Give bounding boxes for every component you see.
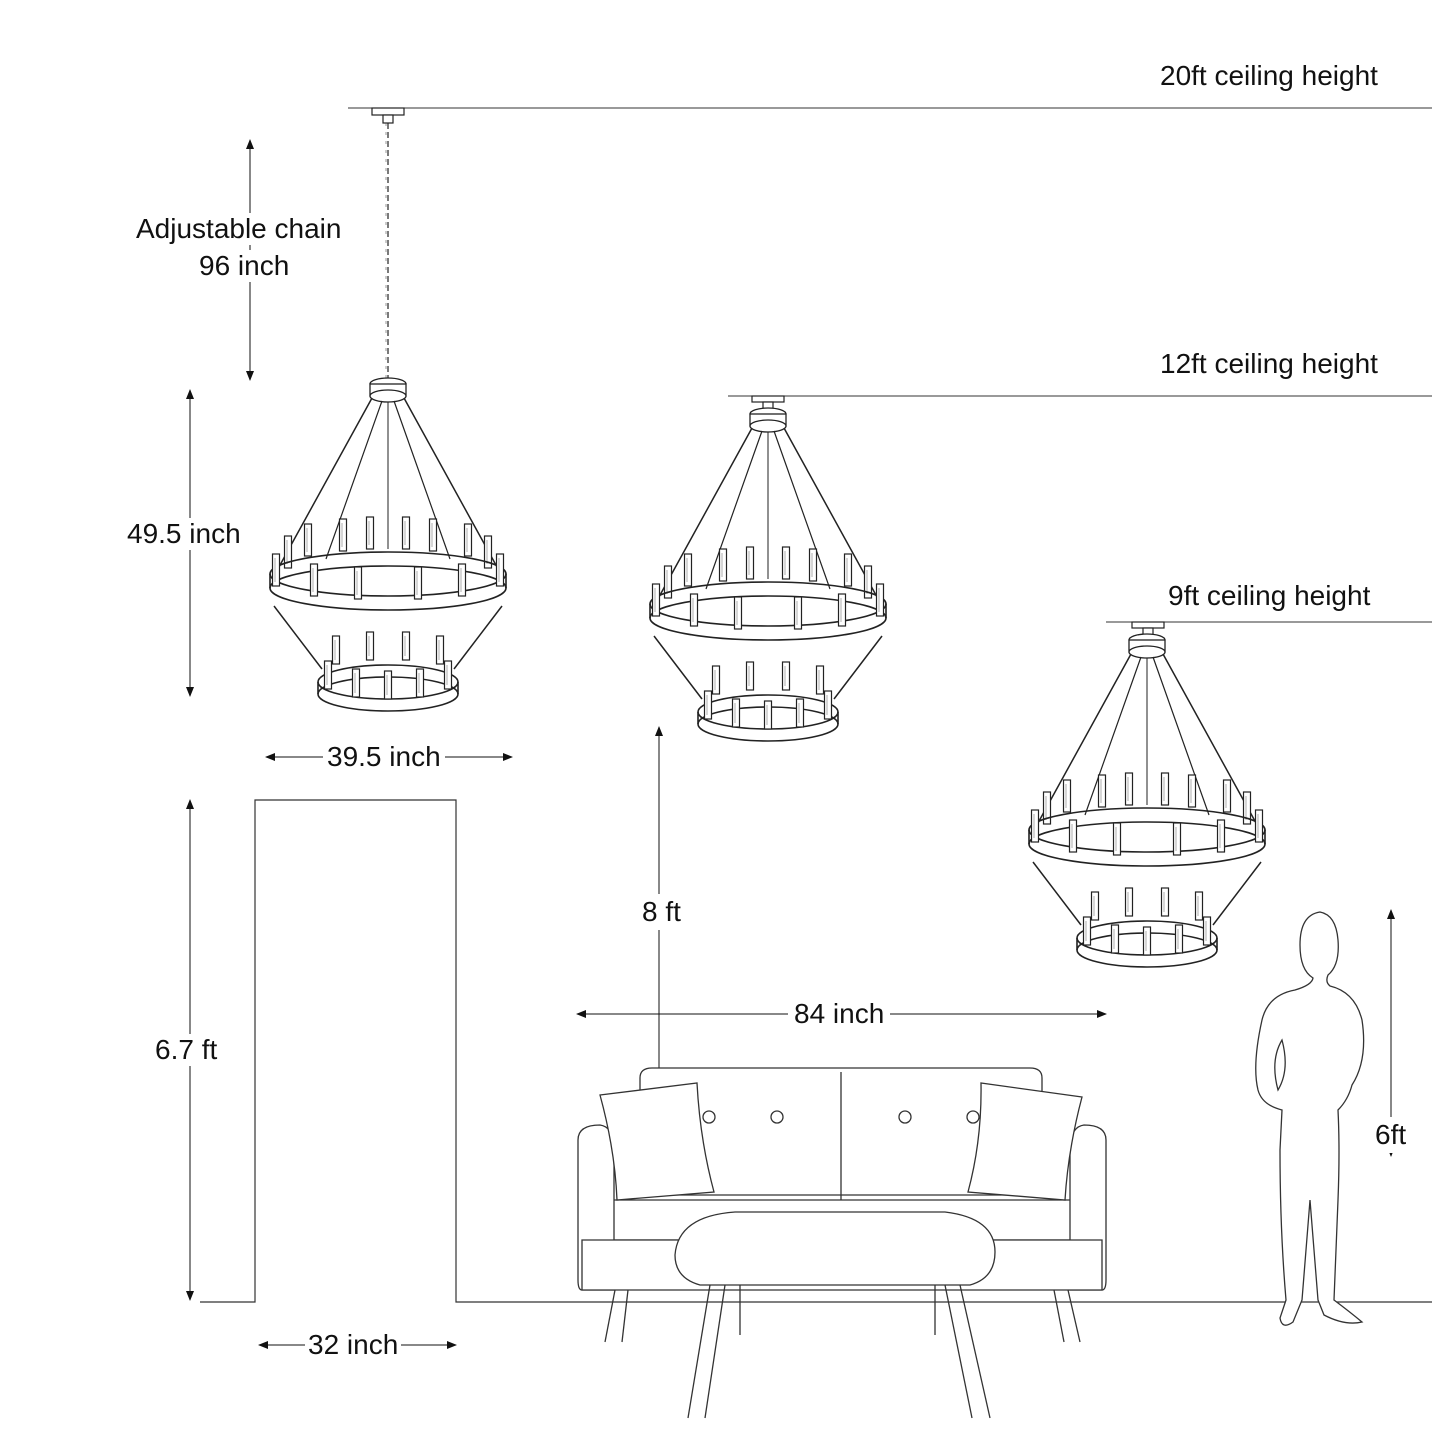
chandelier-9ft bbox=[1029, 634, 1265, 967]
ceiling-label-20ft: 20ft ceiling height bbox=[1160, 60, 1378, 91]
ceiling-label-9ft: 9ft ceiling height bbox=[1168, 580, 1371, 611]
chain-label-length: 96 inch bbox=[199, 250, 290, 283]
chandelier-diameter-label: 39.5 inch bbox=[323, 741, 445, 774]
door-outline bbox=[200, 799, 1432, 1303]
chain-label-title: Adjustable chain bbox=[136, 213, 342, 246]
chandelier-12ft bbox=[650, 408, 886, 741]
clearance-label: 8 ft bbox=[640, 894, 683, 931]
chandelier-height-label: 49.5 inch bbox=[127, 518, 241, 551]
sofa-width-label: 84 inch bbox=[788, 998, 891, 1031]
ceiling-label-12ft: 12ft ceiling height bbox=[1160, 348, 1378, 379]
person-figure bbox=[1255, 911, 1365, 1326]
chandelier-20ft bbox=[270, 378, 506, 711]
door-height-label: 6.7 ft bbox=[155, 1034, 218, 1067]
coffee-table bbox=[674, 1211, 996, 1419]
door-width-label: 32 inch bbox=[305, 1329, 402, 1362]
sofa bbox=[577, 1067, 1107, 1343]
ceiling-mount-20ft bbox=[371, 107, 405, 124]
person-height-label: 6ft bbox=[1373, 1117, 1409, 1154]
